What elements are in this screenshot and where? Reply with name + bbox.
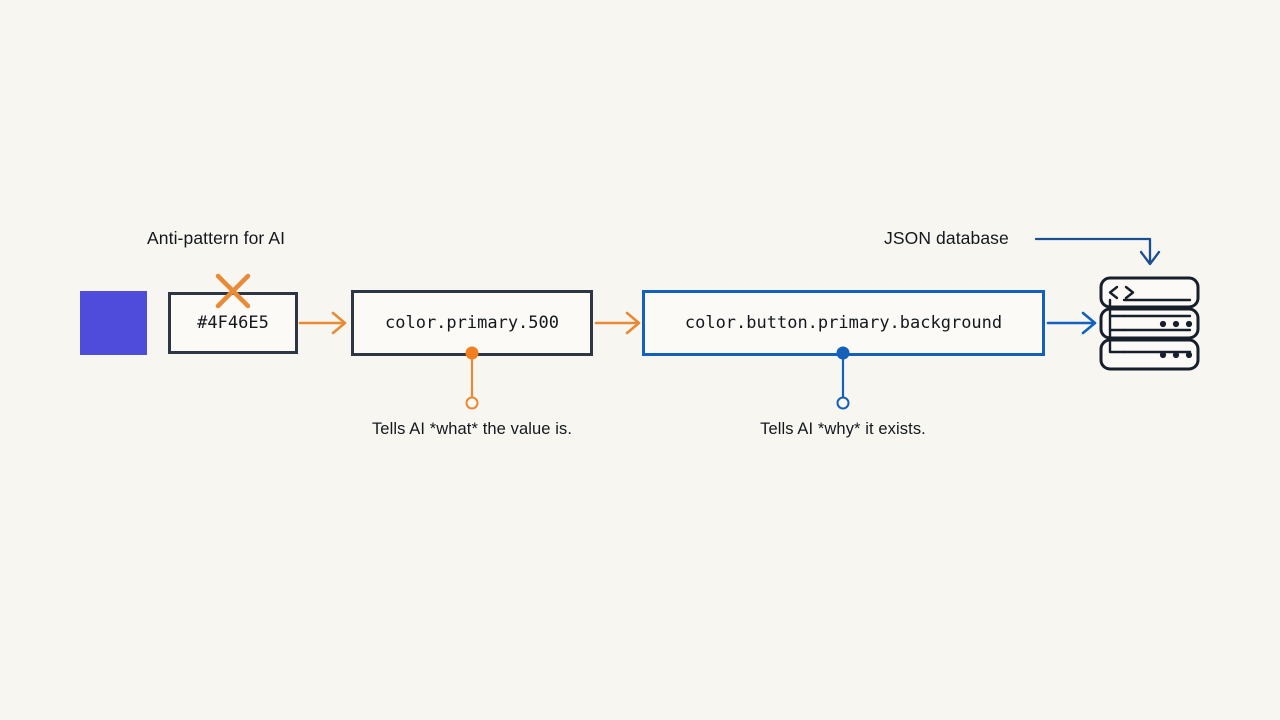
code-brackets-glyph <box>1108 285 1135 300</box>
callout-caption-what: Tells AI *what* the value is. <box>371 420 573 438</box>
callout-caption-why: Tells AI *why* it exists. <box>760 420 926 438</box>
status-dots-bottom <box>1159 351 1193 359</box>
arrow-primitive-to-semantic <box>594 311 641 335</box>
status-dots-middle <box>1159 320 1193 328</box>
json-database-label: JSON database <box>884 228 1009 248</box>
arrow-semantic-to-database <box>1046 311 1097 335</box>
arrow-hex-to-primitive <box>298 311 347 335</box>
arrow-json-database-elbow <box>1034 237 1161 266</box>
json-database-icon <box>1099 276 1200 371</box>
token-box-semantic[interactable]: color.button.primary.background <box>642 290 1045 356</box>
token-box-primitive[interactable]: color.primary.500 <box>351 290 593 356</box>
token-box-hex[interactable]: #4F46E5 <box>168 292 298 354</box>
color-swatch <box>80 291 147 355</box>
json-tree-lines <box>1108 298 1192 354</box>
anti-pattern-label: Anti-pattern for AI <box>147 228 286 248</box>
